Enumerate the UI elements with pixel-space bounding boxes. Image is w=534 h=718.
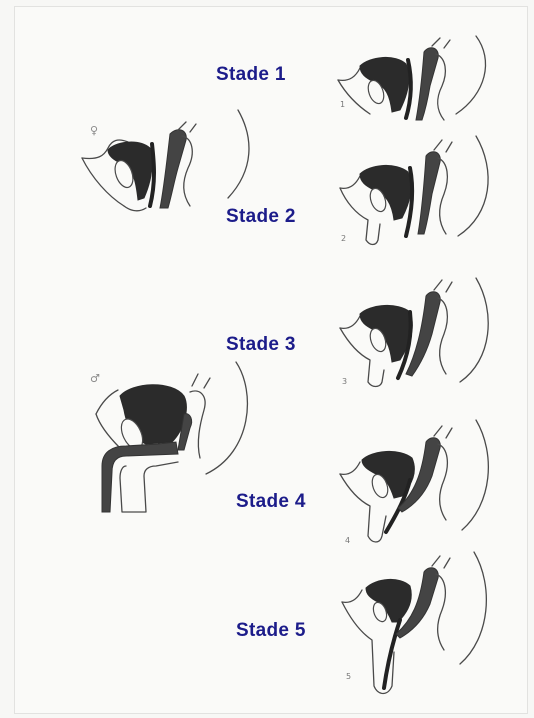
male-symbol-label: ♂	[90, 372, 100, 385]
male-reference-figure	[86, 362, 256, 522]
stage-4-figure	[336, 420, 496, 554]
stage-4-label: Stade 4	[236, 491, 306, 513]
stage-1-figure	[336, 36, 496, 126]
stage-5-figure-number: 5	[346, 672, 351, 681]
stage-3-figure-number: 3	[342, 377, 347, 386]
stage-5-figure	[338, 552, 494, 700]
stage-3-figure	[336, 278, 496, 396]
female-reference-figure	[78, 108, 258, 218]
female-symbol-label: ♀	[90, 124, 98, 137]
stage-3-label: Stade 3	[226, 334, 296, 356]
stage-2-figure-number: 2	[341, 234, 346, 243]
stage-4-figure-number: 4	[345, 536, 350, 545]
stage-2-figure	[336, 136, 496, 254]
stage-2-label: Stade 2	[226, 206, 296, 228]
stage-5-label: Stade 5	[236, 620, 306, 642]
stage-1-label: Stade 1	[216, 64, 286, 86]
stage-1-figure-number: 1	[340, 100, 345, 109]
